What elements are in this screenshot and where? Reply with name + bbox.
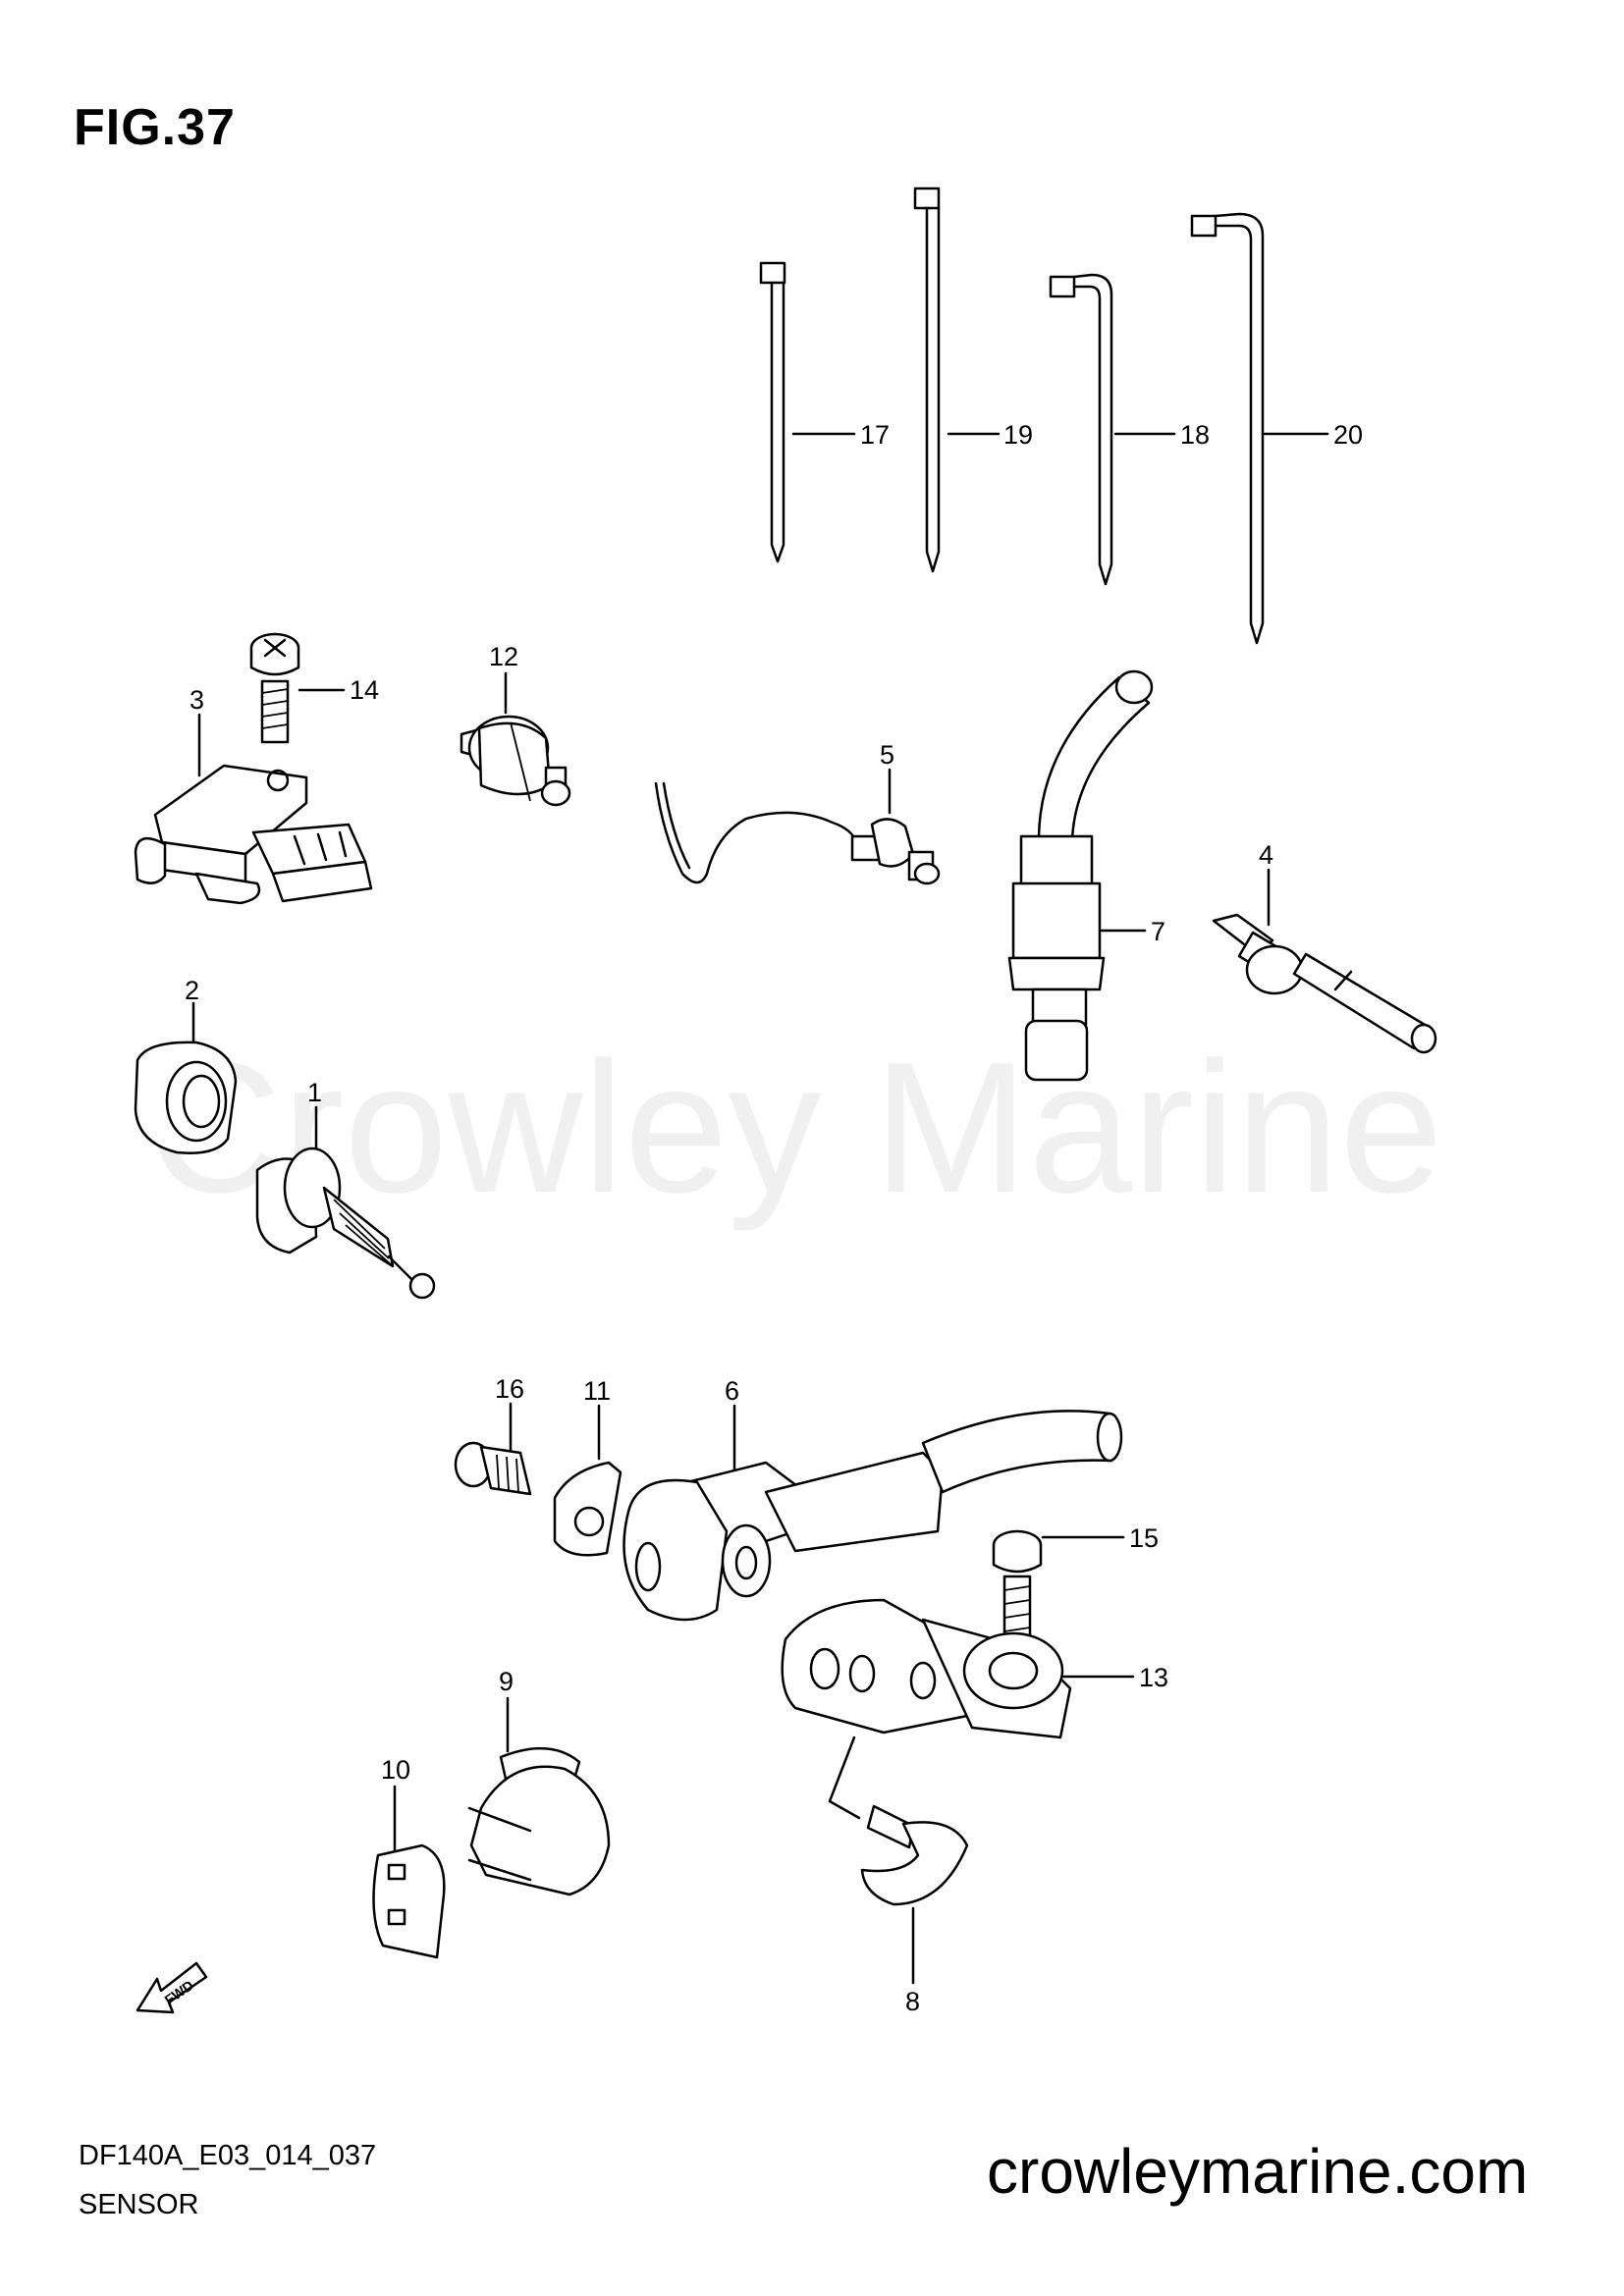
cable-tie-20 [1190, 212, 1329, 645]
callout-10[interactable]: 10 [381, 1755, 410, 1785]
callout-13[interactable]: 13 [1139, 1663, 1168, 1692]
callout-17[interactable]: 17 [860, 420, 890, 450]
map-sensor-3 [134, 713, 373, 905]
forward-direction-arrow[interactable] [135, 1961, 208, 2014]
spacer-11 [553, 1404, 623, 1557]
callout-8[interactable]: 8 [905, 1987, 920, 2016]
callout-19[interactable]: 19 [1003, 420, 1033, 450]
watermark: Crowley Marine [147, 1024, 1443, 1232]
callout-5[interactable]: 5 [880, 740, 894, 770]
grommet-2 [134, 1001, 238, 1154]
oxygen-sensor-7 [1007, 669, 1154, 1082]
oil-pressure-switch-12 [460, 671, 571, 807]
callout-6[interactable]: 6 [725, 1376, 739, 1406]
figure-name: SENSOR [79, 2189, 199, 2220]
cable-tie-18 [1049, 273, 1176, 586]
callout-7[interactable]: 7 [1151, 917, 1165, 946]
figure-code: DF140A_E03_014_037 [79, 2140, 377, 2171]
cable-tie-19 [913, 187, 1001, 573]
clamp-9 [467, 1696, 611, 1896]
bolt-16 [454, 1402, 532, 1496]
bracket-13 [781, 1598, 1135, 1739]
callout-14[interactable]: 14 [350, 675, 379, 705]
crank-position-sensor-6 [623, 1404, 1123, 1622]
callout-11[interactable]: 11 [583, 1376, 611, 1406]
callout-2[interactable]: 2 [185, 976, 199, 1005]
bolt-14 [249, 632, 346, 744]
air-temperature-sensor-1 [255, 1105, 436, 1300]
callout-4[interactable]: 4 [1259, 840, 1273, 870]
callout-9[interactable]: 9 [499, 1667, 514, 1696]
callout-16[interactable]: 16 [495, 1374, 524, 1404]
figure-title: FIG.37 [74, 99, 236, 156]
callout-12[interactable]: 12 [489, 642, 518, 671]
bolt-15 [992, 1529, 1125, 1647]
clip-10 [372, 1785, 446, 1959]
knock-sensor-5 [654, 768, 941, 885]
website-link[interactable]: crowleymarine.com [987, 2136, 1529, 2207]
cable-tie-17 [759, 261, 856, 563]
callout-1[interactable]: 1 [307, 1078, 322, 1107]
callout-15[interactable]: 15 [1129, 1523, 1159, 1553]
callout-3[interactable]: 3 [189, 685, 204, 715]
callout-18[interactable]: 18 [1180, 420, 1210, 450]
temperature-sensor-4 [1212, 868, 1437, 1054]
holder-8 [828, 1735, 969, 1985]
callout-20[interactable]: 20 [1333, 420, 1363, 450]
